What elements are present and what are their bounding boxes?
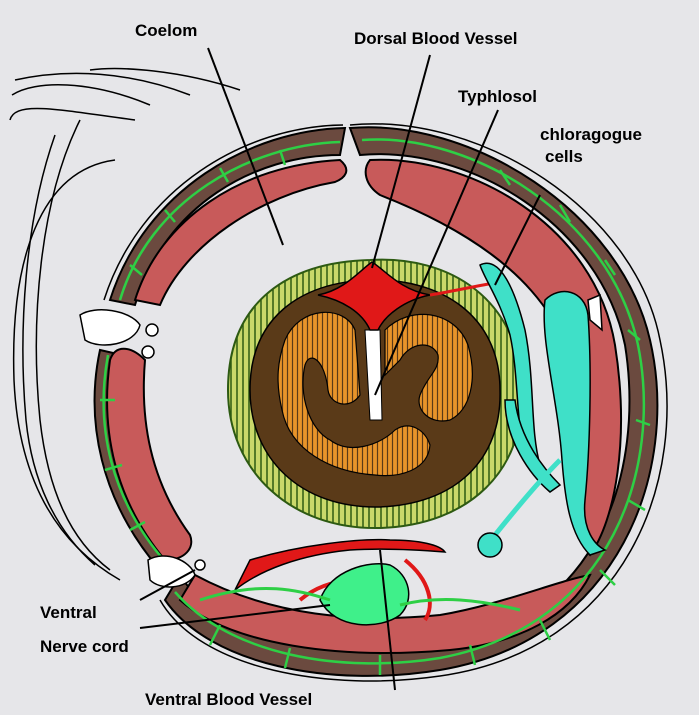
typhlosol-label: Typhlosol — [458, 87, 537, 106]
coelom-label: Coelom — [135, 21, 197, 40]
ventral-nerve-label-line2: Nerve cord — [40, 637, 129, 656]
ventral-nerve-label-line1: Ventral — [40, 603, 97, 622]
dorsal-blood-vessel-label: Dorsal Blood Vessel — [354, 29, 517, 48]
ventral-blood-vessel-label: Ventral Blood Vessel — [145, 690, 312, 709]
chloragogue-label-line1: chloragogue — [540, 125, 642, 144]
chloragogue-label-line2: cells — [545, 147, 583, 166]
